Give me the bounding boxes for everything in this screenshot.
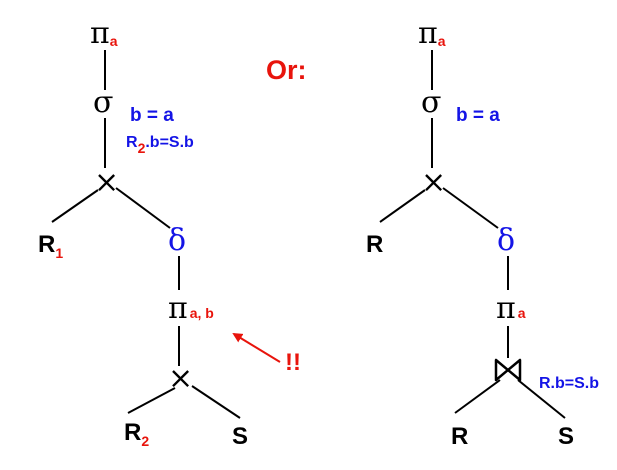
duplicate-elimination: δ [168, 223, 186, 258]
cond-rest: .b=S.b [145, 134, 194, 151]
selection-symbol: σ [93, 85, 113, 120]
relation-r2: R2 [124, 419, 149, 449]
relation-sub: 2 [141, 433, 149, 449]
pi-symbol: π [418, 16, 438, 51]
relation-s: S [232, 423, 248, 450]
annotation-exclaim: !! [285, 349, 301, 376]
relation-label: R [124, 419, 141, 446]
selection-condition: b = a [456, 105, 500, 126]
cond-relation: R [126, 134, 138, 151]
edge-join-r [379, 189, 426, 223]
relation-r: R [366, 231, 383, 258]
relation-s: S [558, 423, 574, 450]
duplicate-elimination: δ [497, 223, 515, 258]
relation-r-bottom: R [451, 423, 468, 450]
selection-condition-2: R2.b=S.b [126, 134, 194, 156]
annotation-arrow [232, 332, 281, 363]
relation-sub: 1 [55, 245, 63, 261]
edge-join-delta [442, 187, 499, 229]
cond-relation-sub: 2 [138, 140, 146, 156]
pi-symbol: π [496, 291, 516, 326]
edge-join-r1 [51, 189, 99, 223]
pi-symbol: π [168, 291, 188, 326]
relation-label: R [38, 231, 55, 258]
root-projection: πa [90, 16, 118, 51]
edge-join-delta [115, 187, 171, 229]
edge-bottom-join-s [191, 385, 241, 419]
projection-attr: a [438, 33, 446, 49]
join-condition: R.b=S.b [539, 375, 599, 392]
edge-bottom-join-r2 [127, 387, 176, 414]
selection-symbol: σ [421, 85, 441, 120]
heading-or: Or: [266, 55, 307, 85]
join-icon [494, 358, 522, 382]
cross-product: × [94, 165, 119, 200]
projection-attr: a [110, 33, 118, 49]
edge-bottom-join-s [517, 379, 566, 419]
edge-bottom-join-r [454, 379, 501, 414]
pi-symbol: π [90, 16, 110, 51]
relation-r1: R1 [38, 231, 63, 261]
selection-condition: b = a [130, 105, 174, 126]
cross-product: × [421, 165, 446, 200]
bottom-cross-product: × [168, 361, 193, 396]
projection-attrs: a, b [190, 305, 214, 321]
projection-attr: a [518, 305, 526, 321]
root-projection: πa [418, 16, 446, 51]
